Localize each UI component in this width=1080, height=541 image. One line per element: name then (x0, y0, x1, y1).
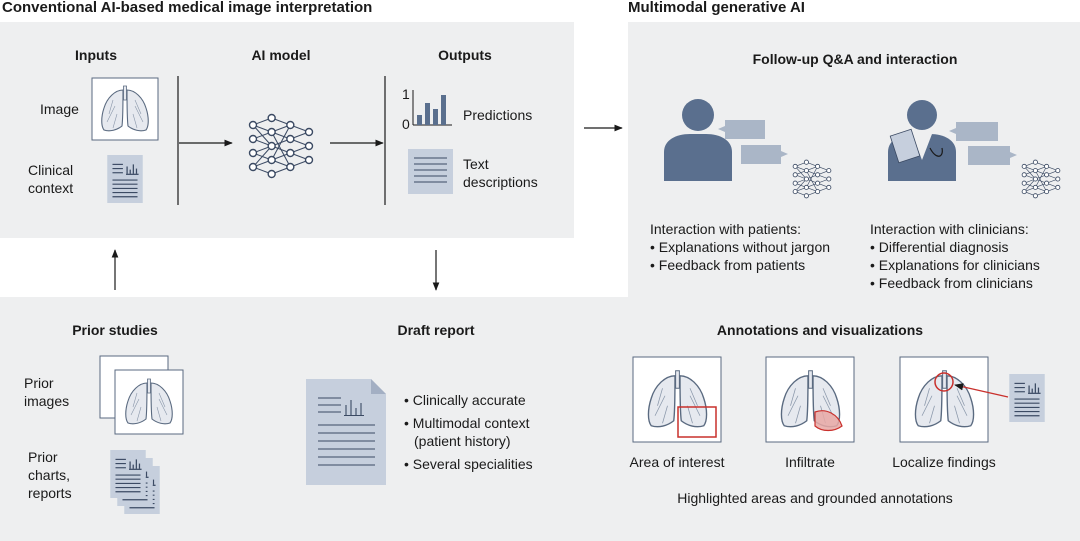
area-of-interest-frame (632, 356, 722, 443)
area-of-interest-box (677, 406, 717, 438)
infiltrate-highlight (814, 410, 843, 432)
clinical-document-icon (107, 155, 143, 203)
patients-heading: Interaction with patients: (650, 221, 801, 237)
multimodal-title: Multimodal generative AI (628, 0, 805, 16)
model-heading: AI model (251, 47, 310, 63)
clinical-label-line1: Clinical (28, 162, 73, 178)
caption-area-of-interest: Area of interest (630, 454, 725, 470)
outputs-heading: Outputs (438, 47, 492, 63)
speech-tail-icon (949, 128, 956, 134)
speech-tail-icon (781, 151, 788, 157)
prior-images-line2: images (24, 393, 69, 409)
annotations-footer: Highlighted areas and grounded annotatio… (677, 490, 953, 506)
text-label-line2: descriptions (463, 174, 538, 190)
prior-report-icon (110, 450, 146, 498)
speech-bubble-icon (968, 146, 1010, 165)
draft-heading: Draft report (397, 322, 474, 338)
finding-report-icon (1009, 374, 1045, 422)
clinicians-heading: Interaction with clinicians: (870, 221, 1029, 237)
draft-report-icon (306, 379, 386, 485)
infiltrate-frame (765, 356, 855, 443)
axis-top-label: 1 (402, 86, 410, 102)
patients-item-2: • Feedback from patients (650, 257, 805, 273)
axis-bottom-label: 0 (402, 116, 410, 132)
speech-bubble-icon (956, 122, 998, 141)
prior-charts-line3: reports (28, 485, 72, 501)
clinician-icon (888, 100, 956, 181)
speech-bubble-icon (725, 120, 765, 139)
speech-tail-icon (718, 126, 725, 132)
conventional-title: Conventional AI-based medical image inte… (2, 0, 372, 16)
prior-images-line1: Prior (24, 375, 54, 391)
patients-item-1: • Explanations without jargon (650, 239, 830, 255)
draft-item-1: • Clinically accurate (404, 392, 526, 408)
image-label: Image (40, 101, 79, 117)
prior-charts-line1: Prior (28, 449, 58, 465)
draft-item-2: • Multimodal context (404, 415, 530, 431)
clinicians-item-2: • Explanations for clinicians (870, 257, 1040, 273)
speech-bubble-icon (741, 145, 781, 164)
draft-item-3: • Several specialities (404, 456, 533, 472)
prior-heading: Prior studies (72, 322, 158, 338)
draft-item-2b: (patient history) (414, 433, 510, 449)
predictions-label: Predictions (463, 107, 532, 123)
prediction-bar-icon (412, 90, 452, 126)
localize-arrow (954, 383, 1009, 398)
inputs-heading: Inputs (75, 47, 117, 63)
text-label-line1: Text (463, 156, 489, 172)
patient-icon (664, 99, 732, 181)
followup-heading: Follow-up Q&A and interaction (753, 51, 958, 67)
localize-circle (934, 372, 954, 392)
speech-tail-icon (1010, 152, 1017, 158)
clinicians-item-1: • Differential diagnosis (870, 239, 1009, 255)
annotations-heading: Annotations and visualizations (717, 322, 923, 338)
localize-frame (899, 356, 989, 443)
clinicians-item-3: • Feedback from clinicians (870, 275, 1033, 291)
text-description-icon (408, 149, 453, 194)
caption-localize: Localize findings (892, 454, 996, 470)
caption-infiltrate: Infiltrate (785, 454, 835, 470)
clinical-label-line2: context (28, 180, 73, 196)
prior-charts-line2: charts, (28, 467, 70, 483)
